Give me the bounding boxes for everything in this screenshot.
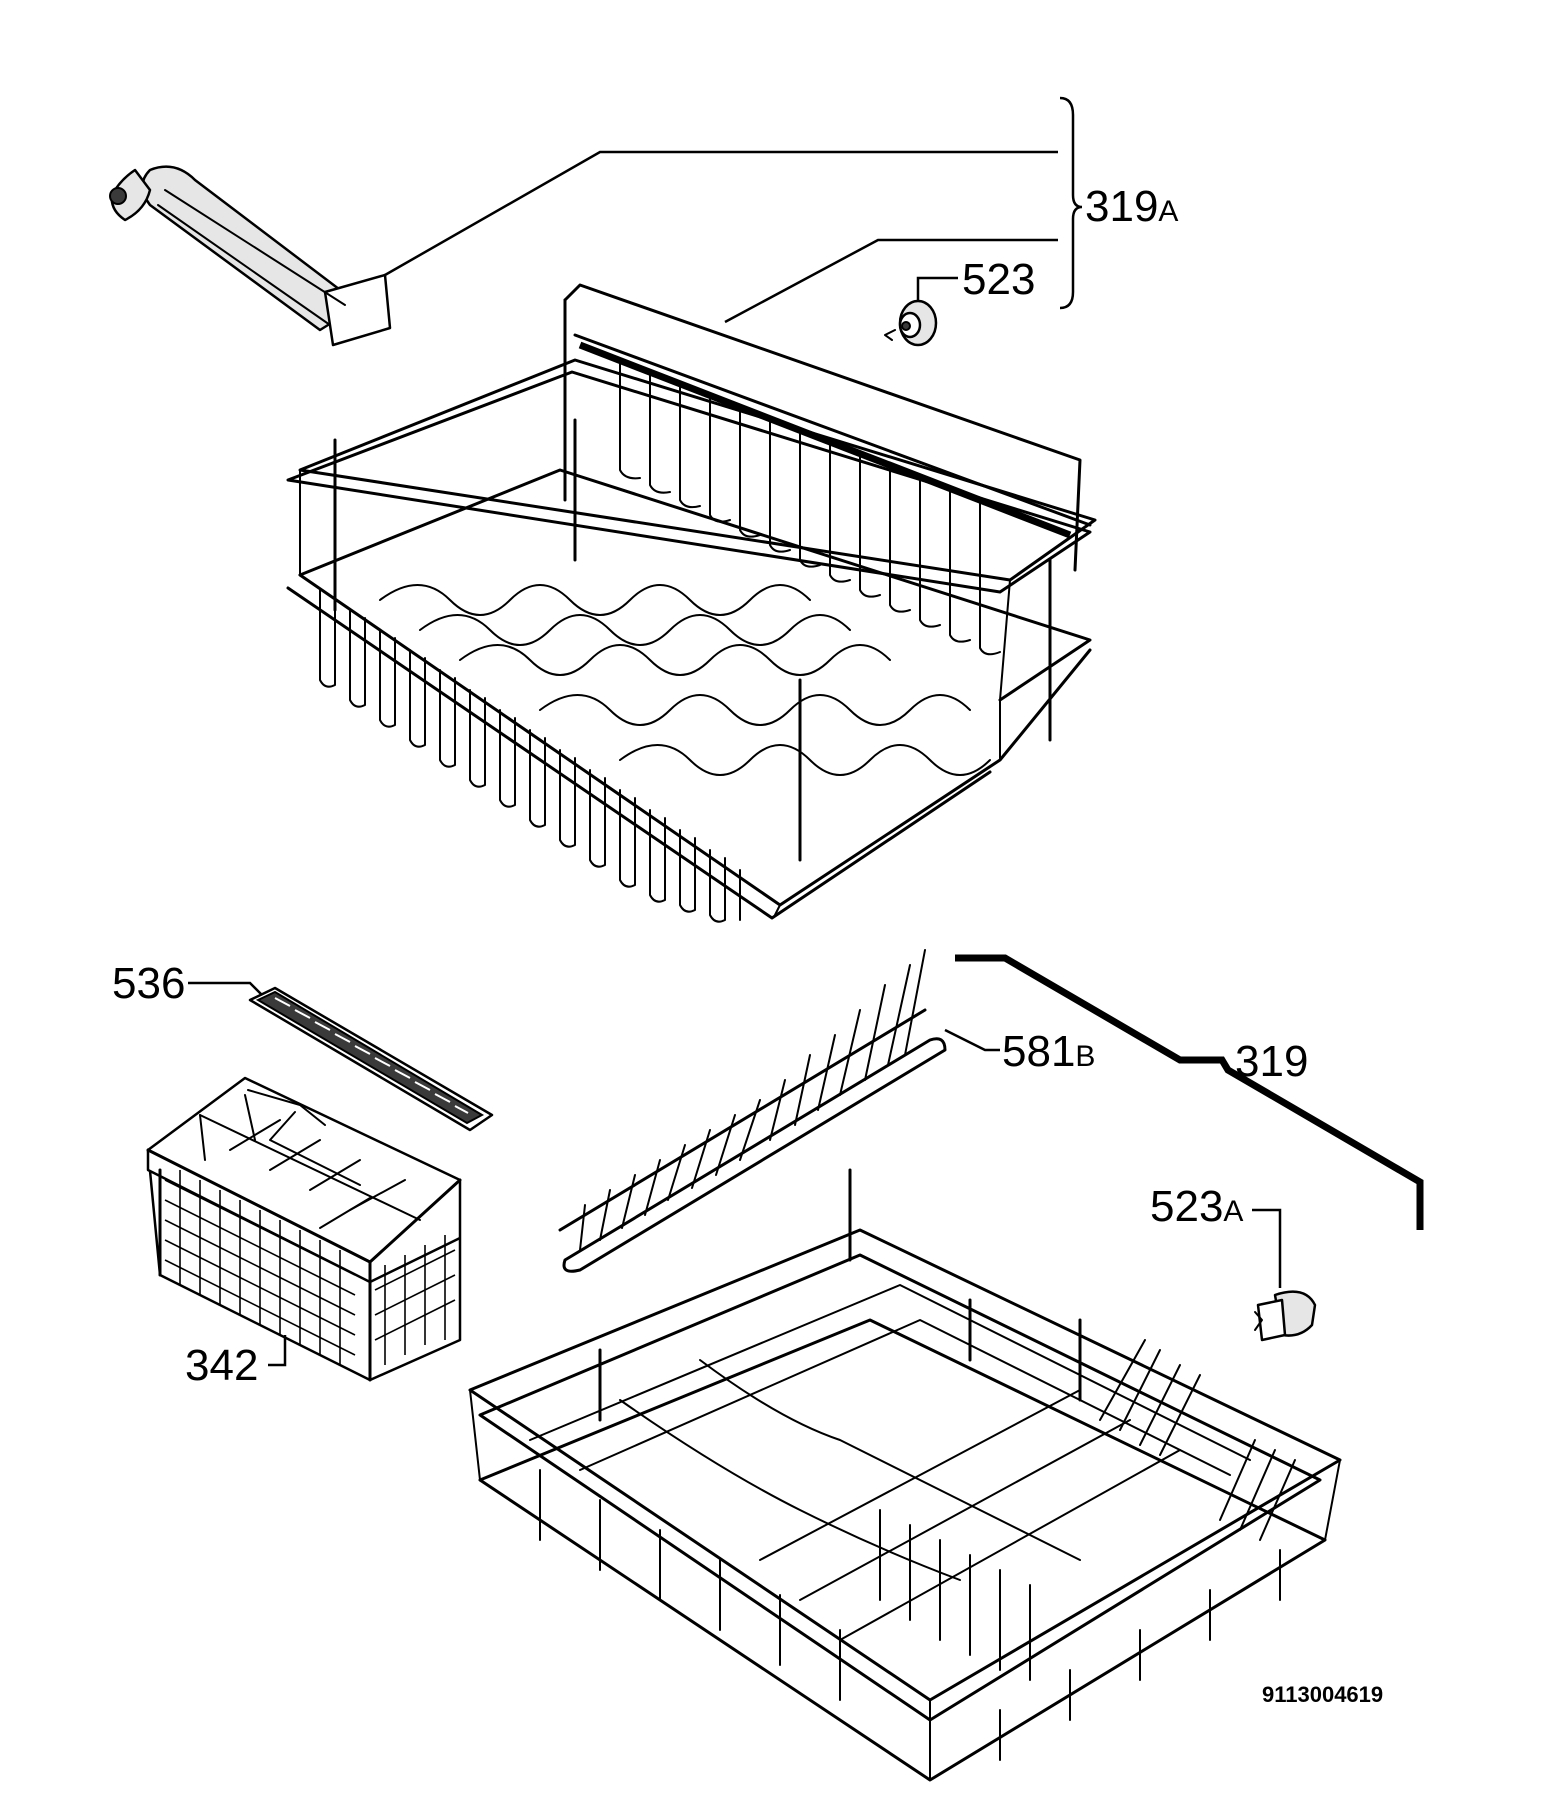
callout-319a: 319A (1085, 182, 1178, 231)
cutlery-lid (248, 986, 494, 1132)
upper-basket (286, 283, 1097, 923)
wheel-523a (1254, 1290, 1317, 1342)
lower-basket (468, 1168, 1342, 1782)
spray-arm-tube (109, 165, 392, 347)
callout-536: 536 (112, 959, 185, 1008)
leader-319 (955, 954, 1424, 1230)
document-id: 9113004619 (1262, 1682, 1383, 1707)
leader-523a (1252, 1208, 1282, 1288)
callout-319: 319 (1235, 1037, 1308, 1086)
callout-581b: 581B (1002, 1027, 1095, 1076)
callout-523: 523 (962, 255, 1035, 304)
leaders-319a (384, 96, 1083, 324)
leader-536 (188, 981, 263, 996)
leader-342 (268, 1335, 287, 1367)
wheel-523 (884, 299, 938, 347)
plate-rack-insert (558, 949, 947, 1273)
leader-581b (944, 1028, 1000, 1052)
callout-342: 342 (185, 1341, 258, 1390)
callout-523a: 523A (1150, 1182, 1243, 1231)
cutlery-basket (146, 1076, 462, 1382)
